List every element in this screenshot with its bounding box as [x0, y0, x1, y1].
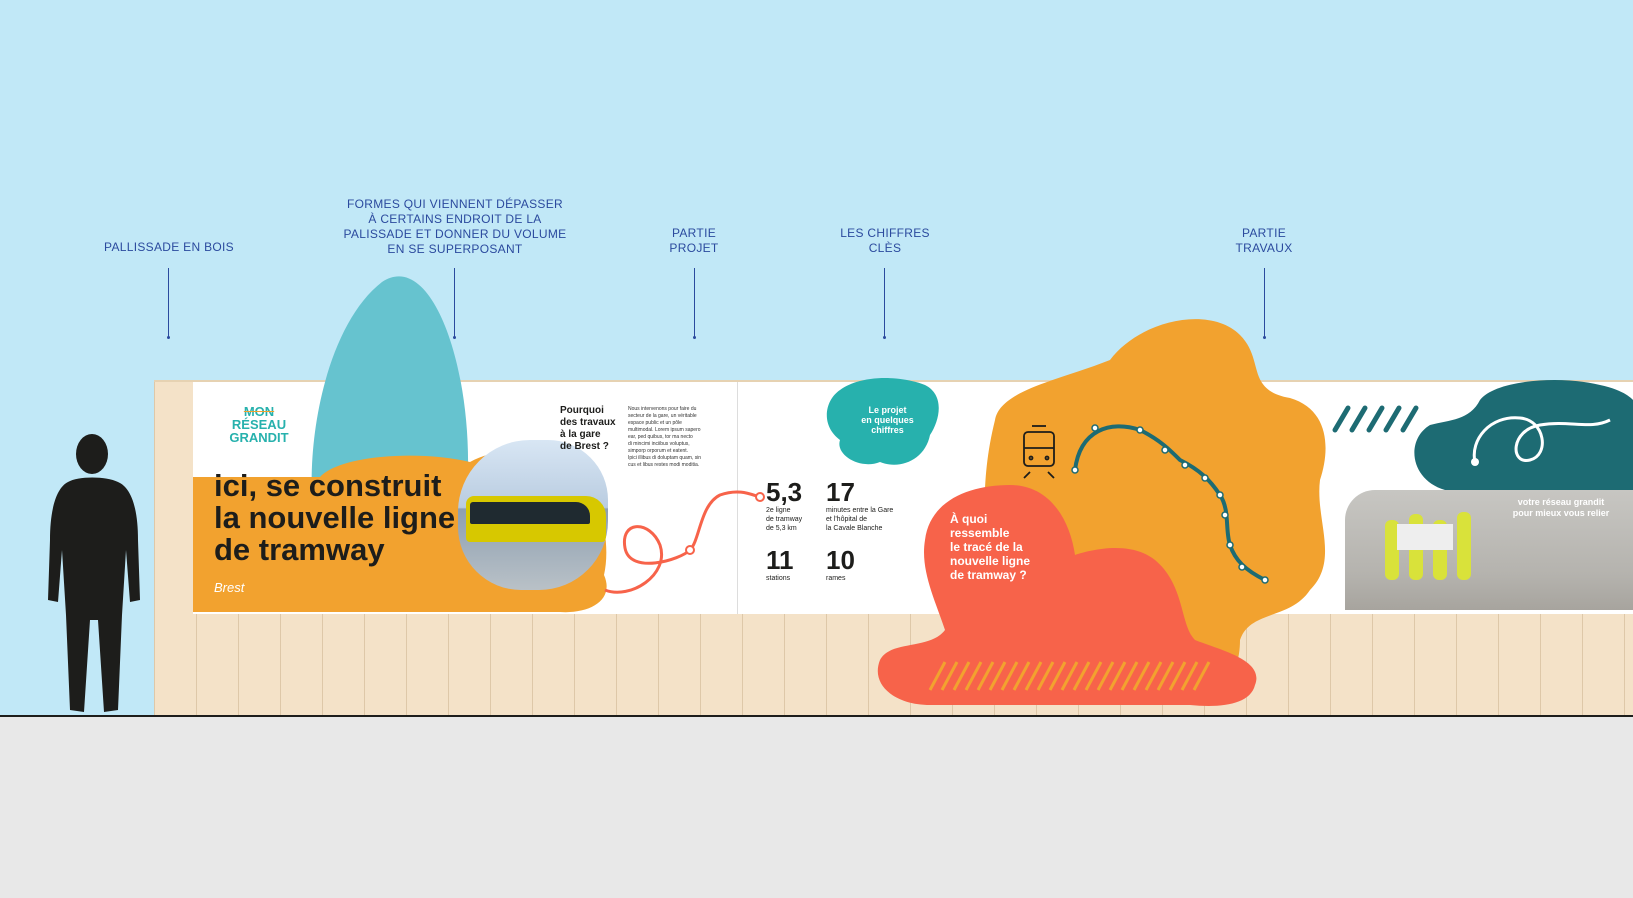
annotation-wood: PALLISSADE EN BOIS	[84, 240, 254, 255]
travaux-text-line: pour mieux vous relier	[1512, 508, 1610, 518]
annotation-shapes-line: PALISSADE ET DONNER DU VOLUME	[343, 227, 567, 241]
trace-question-line: ressemble	[950, 526, 1010, 540]
teal-badge-shape	[826, 378, 939, 465]
annotation-travaux: PARTIE TRAVAUX	[1214, 226, 1314, 256]
main-title-line: de tramway	[214, 532, 385, 567]
stat-label: la Cavale Blanche	[826, 525, 883, 532]
stat-item: 5,3 2e ligne de tramway de 5,3 km	[766, 478, 826, 533]
question-title-line: des travaux	[560, 417, 616, 428]
question-title-line: à la gare	[560, 429, 601, 440]
trace-question-line: nouvelle ligne	[950, 554, 1031, 568]
person-silhouette-icon	[48, 434, 140, 712]
annotation-line	[694, 268, 695, 338]
coral-blob	[877, 485, 1257, 706]
question-body-line: di mincimi inciibus voluptus,	[628, 441, 690, 447]
ground	[0, 716, 1633, 898]
question-body-line: secteur de la gare, un véritable	[628, 413, 697, 419]
annotation-projet-line: PARTIE	[671, 226, 717, 240]
question-body-line: simporp orporum et eatent.	[628, 448, 689, 454]
main-title: ici, se construit la nouvelle ligne de t…	[214, 470, 484, 566]
trace-question-line: de tramway ?	[950, 568, 1027, 582]
annotation-dot	[167, 336, 170, 339]
orange-stripes	[928, 661, 1211, 691]
annotation-projet-line: PROJET	[669, 241, 719, 255]
stat-label: et l'hôpital de	[826, 516, 868, 523]
annotation-dot	[693, 336, 696, 339]
brest-logo: Brest	[214, 580, 245, 595]
question-body-line: ear, ped quibus, tor ma necto	[628, 434, 693, 440]
main-title-line: la nouvelle ligne	[214, 500, 456, 535]
trace-question-line: À quoi	[950, 512, 988, 526]
travaux-text-line: votre réseau grandit	[1517, 497, 1605, 507]
annotation-shapes-line: EN SE SUPERPOSANT	[387, 242, 523, 256]
annotation-travaux-line: PARTIE	[1241, 226, 1287, 240]
annotation-line	[168, 268, 169, 338]
stat-value: 17	[826, 477, 855, 507]
trace-question: À quoi ressemble le tracé de la nouvelle…	[950, 512, 1080, 582]
question-body: Nous intervenons pour faire du secteur d…	[628, 406, 728, 469]
annotation-projet: PARTIE PROJET	[644, 226, 744, 256]
teal-slashes	[1332, 405, 1419, 433]
chiffres-badge-line: chiffres	[871, 425, 904, 435]
logo-line: MON	[243, 404, 275, 419]
stat-item: 11 stations	[766, 546, 826, 583]
question-body-line: Nous intervenons pour faire du	[628, 406, 697, 412]
tram-icon	[1023, 425, 1055, 479]
question-title: Pourquoi des travaux à la gare de Brest …	[560, 405, 630, 453]
annotation-shapes-line: FORMES QUI VIENNENT DÉPASSER	[347, 197, 563, 211]
question-body-line: multimodal. Lorem ipsum sapero	[628, 427, 701, 433]
stat-label: 2e ligne	[766, 507, 791, 514]
question-title-line: de Brest ?	[560, 441, 609, 452]
annotation-line	[884, 268, 885, 338]
stat-label: de 5,3 km	[766, 525, 797, 532]
tram-photo	[458, 440, 608, 590]
tram-stations	[1071, 424, 1269, 584]
annotation-chiffres-line: CLÈS	[868, 241, 902, 255]
stat-label: minutes entre la Gare	[826, 507, 894, 514]
mon-reseau-grandit-logo: MON RÉSEAU GRANDIT	[214, 405, 304, 444]
stat-value: 11	[766, 545, 794, 575]
annotation-wood-text: PALLISSADE EN BOIS	[104, 240, 234, 254]
logo-line: RÉSEAU	[231, 417, 287, 432]
annotation-dot	[453, 336, 456, 339]
annotation-shapes: FORMES QUI VIENNENT DÉPASSER À CERTAINS …	[340, 197, 570, 257]
annotation-travaux-line: TRAVAUX	[1235, 241, 1293, 255]
main-title-line: ici, se construit	[214, 468, 442, 503]
stat-value: 10	[826, 545, 855, 575]
trace-question-line: le tracé de la	[950, 540, 1023, 554]
annotation-chiffres-line: LES CHIFFRES	[840, 226, 930, 240]
annotation-chiffres: LES CHIFFRES CLÈS	[830, 226, 940, 256]
question-body-line: cus et libus restes modi moditia.	[628, 462, 700, 468]
logo-line: GRANDIT	[229, 430, 289, 445]
workers-photo	[1345, 490, 1633, 610]
stat-label: rames	[826, 575, 846, 582]
ground-line	[0, 715, 1633, 717]
stat-label: de tramway	[766, 516, 803, 523]
annotation-dot	[1263, 336, 1266, 339]
travaux-text: votre réseau grandit pour mieux vous rel…	[1506, 497, 1616, 519]
white-squiggle	[1472, 416, 1611, 463]
annotation-line	[454, 268, 455, 338]
question-title-line: Pourquoi	[560, 405, 604, 416]
stat-value: 5,3	[766, 477, 803, 507]
red-squiggle	[604, 490, 761, 594]
annotation-dot	[883, 336, 886, 339]
chiffres-badge-line: Le projet	[868, 405, 907, 415]
annotation-shapes-line: À CERTAINS ENDROIT DE LA	[368, 212, 542, 226]
chiffres-badge-line: en quelques	[861, 415, 914, 425]
stat-label: stations	[766, 575, 791, 582]
stat-item: 17 minutes entre la Gare et l'hôpital de…	[826, 478, 926, 533]
chiffres-badge-text: Le projet en quelques chiffres	[840, 405, 935, 435]
stat-item: 10 rames	[826, 546, 886, 583]
question-body-line: espace public et un pôle	[628, 420, 682, 426]
question-body-line: Ipici illibus di doluptam quam, sin	[628, 455, 702, 461]
annotation-line	[1264, 268, 1265, 338]
